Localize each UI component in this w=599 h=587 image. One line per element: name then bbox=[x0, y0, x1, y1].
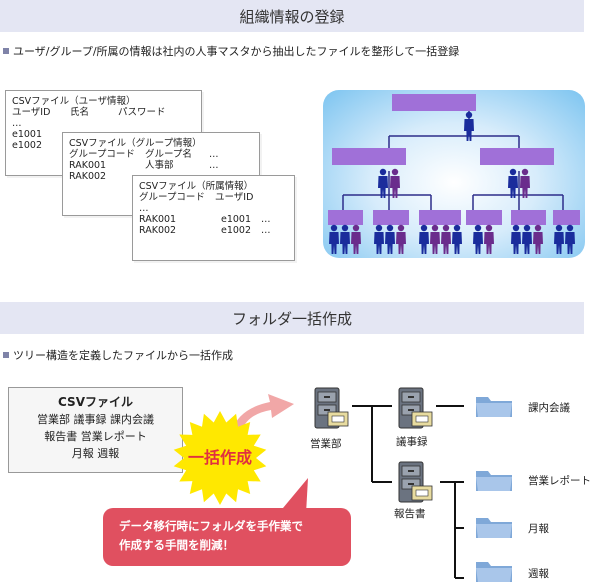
burst-label: 一括作成 bbox=[187, 448, 252, 467]
org-box-leaf bbox=[466, 210, 502, 225]
card-cell: … bbox=[209, 149, 219, 160]
curved-arrow-icon bbox=[232, 394, 294, 430]
section-header-folder: フォルダ一括作成 bbox=[0, 302, 584, 334]
org-box-mid bbox=[332, 148, 406, 165]
org-chart-svg bbox=[328, 94, 580, 254]
folder-icon bbox=[476, 562, 512, 582]
callout-line: 作成する手間を削減！ bbox=[119, 538, 234, 552]
csv-source-line: 月報 週報 bbox=[71, 447, 120, 460]
org-box-leaf bbox=[373, 210, 409, 225]
callout-line: データ移行時にフォルダを手作業で bbox=[119, 519, 303, 533]
file-cabinet-icon bbox=[314, 387, 349, 429]
bullet-text-org: ユーザ/グループ/所属の情報は社内の人事マスタから抽出したファイルを整形して一括… bbox=[13, 45, 460, 58]
folder-label-kanai: 課内会議 bbox=[528, 402, 570, 414]
card-cell: e1001 bbox=[221, 214, 252, 225]
folder-label-geppo: 月報 bbox=[528, 523, 549, 535]
bullet-square-icon bbox=[3, 352, 9, 358]
card-title: CSVファイル（ユーザ情報） bbox=[12, 96, 136, 107]
card-cell: … bbox=[261, 214, 271, 225]
csv-source-line: 報告書 営業レポート bbox=[44, 430, 147, 443]
folder-label-shuho: 週報 bbox=[528, 568, 549, 580]
org-box-top bbox=[392, 94, 476, 111]
card-cell: e1001 bbox=[12, 129, 43, 140]
callout-bubble: データ移行時にフォルダを手作業で 作成する手間を削減！ bbox=[103, 508, 351, 566]
org-box-leaf bbox=[511, 210, 546, 225]
card-cell: … bbox=[261, 225, 271, 236]
org-box-leaf bbox=[553, 210, 580, 225]
cabinet-label-gijiroku: 議事録 bbox=[396, 436, 428, 448]
card-cell: RAK001 bbox=[69, 160, 107, 171]
section-title-folder: フォルダ一括作成 bbox=[231, 309, 352, 328]
cabinet-label-eigyo: 営業部 bbox=[310, 438, 342, 450]
org-lines bbox=[342, 111, 564, 210]
card-cell: RAK002 bbox=[69, 171, 107, 182]
card-cell: … bbox=[12, 118, 22, 129]
card-cell: グループコード bbox=[139, 192, 205, 203]
file-cabinet-icon bbox=[398, 461, 433, 503]
folder-icon bbox=[476, 518, 512, 538]
folder-icon bbox=[476, 397, 512, 417]
card-cell: 氏名 bbox=[70, 107, 90, 118]
org-box-leaf bbox=[419, 210, 461, 225]
csv-card-affiliation: CSVファイル（所属情報） グループコード ユーザID … RAK001 e10… bbox=[132, 175, 295, 261]
card-title: CSVファイル（所属情報） bbox=[139, 181, 254, 192]
org-box-mid bbox=[480, 148, 554, 165]
section-bullet-org: ユーザ/グループ/所属の情報は社内の人事マスタから抽出したファイルを整形して一括… bbox=[3, 43, 459, 59]
burst-star-icon bbox=[173, 411, 267, 505]
card-cell: ユーザID bbox=[12, 107, 51, 118]
file-cabinet-icon bbox=[398, 387, 433, 429]
csv-source-line: 営業部 議事録 課内会議 bbox=[37, 413, 154, 426]
folder-icon bbox=[476, 471, 512, 491]
callout-tail bbox=[278, 478, 308, 514]
bullet-text-folder: ツリー構造を定義したファイルから一括作成 bbox=[13, 349, 233, 362]
card-title: CSVファイル（グループ情報） bbox=[69, 138, 202, 149]
card-cell: RAK002 bbox=[139, 225, 177, 236]
section-bullet-folder: ツリー構造を定義したファイルから一括作成 bbox=[3, 347, 233, 363]
cabinet-label-houkoku: 報告書 bbox=[394, 508, 426, 520]
folder-label-eigyo-report: 営業レポート bbox=[528, 475, 591, 487]
csv-source-box: CSVファイル 営業部 議事録 課内会議 報告書 営業レポート 月報 週報 bbox=[8, 387, 183, 473]
org-box-leaf bbox=[328, 210, 363, 225]
card-cell: … bbox=[139, 203, 149, 214]
card-cell: パスワード bbox=[118, 107, 166, 118]
card-cell: e1002 bbox=[221, 225, 252, 236]
card-cell: … bbox=[209, 160, 219, 171]
csv-source-title: CSVファイル bbox=[58, 395, 133, 409]
card-cell: e1002 bbox=[12, 140, 43, 151]
card-cell: 人事部 bbox=[145, 160, 174, 171]
card-cell: グループコード bbox=[69, 149, 135, 160]
bullet-square-icon bbox=[3, 48, 9, 54]
card-cell: RAK001 bbox=[139, 214, 177, 225]
section-title-org: 組織情報の登録 bbox=[239, 7, 345, 26]
section-header-org: 組織情報の登録 bbox=[0, 0, 584, 32]
card-cell: グループ名 bbox=[145, 149, 192, 160]
card-cell: ユーザID bbox=[215, 192, 254, 203]
org-chart bbox=[323, 90, 585, 258]
